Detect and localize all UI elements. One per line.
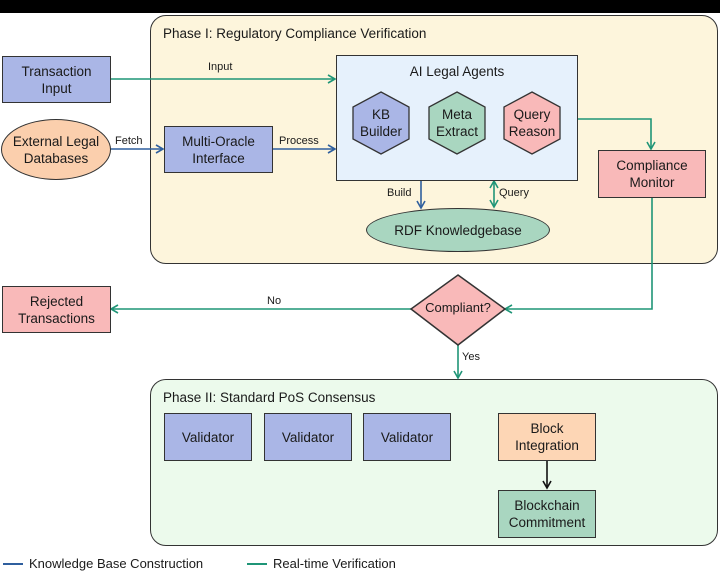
top-bar	[0, 0, 720, 13]
hex-label: Query	[513, 107, 551, 122]
node-label: External Legal	[12, 133, 100, 149]
decision-diamond	[409, 274, 507, 346]
edge-label-input: Input	[208, 61, 233, 73]
validator-node: Validator	[164, 413, 252, 461]
edge-monitor-to-decision	[503, 197, 653, 314]
decision-label: Compliant?	[425, 300, 491, 315]
legend-item-knowledge-base: Knowledge Base Construction	[3, 556, 203, 571]
node-label: Compliance	[616, 158, 688, 173]
phase2-title: Phase II: Standard PoS Consensus	[163, 390, 376, 405]
edge-label-no: No	[267, 295, 282, 307]
hex-label: KB	[371, 107, 390, 122]
edge-label-build: Build	[387, 187, 412, 199]
node-label: Commitment	[508, 515, 586, 530]
node-label: Input	[41, 80, 72, 96]
node-label: Monitor	[629, 175, 675, 190]
node-label: Rejected	[29, 293, 84, 309]
node-label: Interface	[192, 150, 245, 166]
legend-label: Real-time Verification	[273, 556, 396, 571]
hex-label: Builder	[359, 124, 403, 139]
rdf-knowledgebase-node: RDF Knowledgebase	[366, 208, 550, 252]
legend-label: Knowledge Base Construction	[29, 556, 204, 571]
agents-title: AI Legal Agents	[409, 64, 505, 79]
node-label: Multi-Oracle	[182, 133, 255, 149]
edge-label-process: Process	[279, 135, 319, 147]
node-label: Databases	[23, 150, 89, 166]
hex-label: Meta	[441, 107, 472, 122]
node-label: Integration	[515, 438, 579, 453]
edge-label-fetch: Fetch	[115, 135, 143, 147]
legend-item-realtime: Real-time Verification	[247, 556, 396, 571]
node-label: Transactions	[18, 310, 95, 326]
validator-node: Validator	[363, 413, 451, 461]
hex-kb-builder: KB Builder	[352, 91, 410, 155]
node-label: Block	[530, 421, 564, 436]
node-label: Blockchain	[514, 498, 580, 513]
edge-agents-to-monitor	[577, 118, 656, 151]
phase2-container: Phase II: Standard PoS Consensus	[150, 379, 718, 546]
legend-line-green	[247, 562, 267, 565]
node-label: Transaction	[21, 63, 92, 79]
edge-label-query: Query	[499, 187, 529, 199]
phase1-title: Phase I: Regulatory Compliance Verificat…	[163, 26, 427, 41]
legend-line-blue	[3, 562, 23, 565]
edge-label-yes: Yes	[462, 351, 480, 363]
validator-node: Validator	[264, 413, 352, 461]
hex-label: Reason	[508, 124, 556, 139]
hex-label: Extract	[435, 124, 478, 139]
